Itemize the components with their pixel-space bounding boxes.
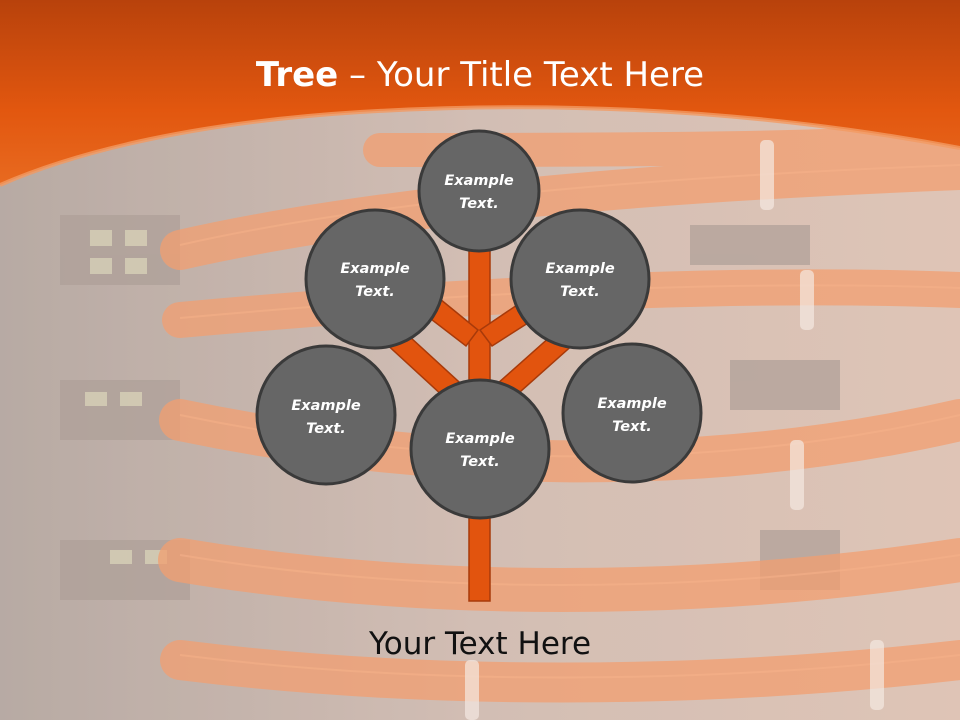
caption-text: Your Text Here xyxy=(368,626,592,662)
cable-ties xyxy=(465,140,884,720)
node-lower-right-line2: Text. xyxy=(612,419,652,435)
cable-strands xyxy=(179,164,960,679)
title-bold: Tree xyxy=(255,55,339,95)
node-lower-right-line1: Example xyxy=(597,396,667,412)
node-top-line1: Example xyxy=(444,173,514,189)
node-lower-left-line2: Text. xyxy=(306,421,346,437)
node-center-line1: Example xyxy=(445,431,515,447)
node-upper-right-line2: Text. xyxy=(560,284,600,300)
node-upper-left-line2: Text. xyxy=(355,284,395,300)
title-rest: – Your Title Text Here xyxy=(338,55,705,95)
node-lower-right: Example Text. xyxy=(561,342,703,484)
node-center: Example Text. xyxy=(409,378,551,520)
node-center-line2: Text. xyxy=(460,454,500,470)
node-lower-left: Example Text. xyxy=(255,344,397,486)
node-upper-right-line1: Example xyxy=(545,261,615,277)
slide-title: Tree – Your Title Text Here xyxy=(0,52,960,98)
node-upper-right: Example Text. xyxy=(509,208,651,350)
node-lower-left-line1: Example xyxy=(291,398,361,414)
node-upper-left-line1: Example xyxy=(340,261,410,277)
node-top-line2: Text. xyxy=(459,196,499,212)
header-band xyxy=(0,0,960,185)
node-top: Example Text. xyxy=(417,129,541,253)
node-upper-left: Example Text. xyxy=(304,208,446,350)
tree-nodes: Example Text. Example Text. Example Text… xyxy=(255,129,703,520)
